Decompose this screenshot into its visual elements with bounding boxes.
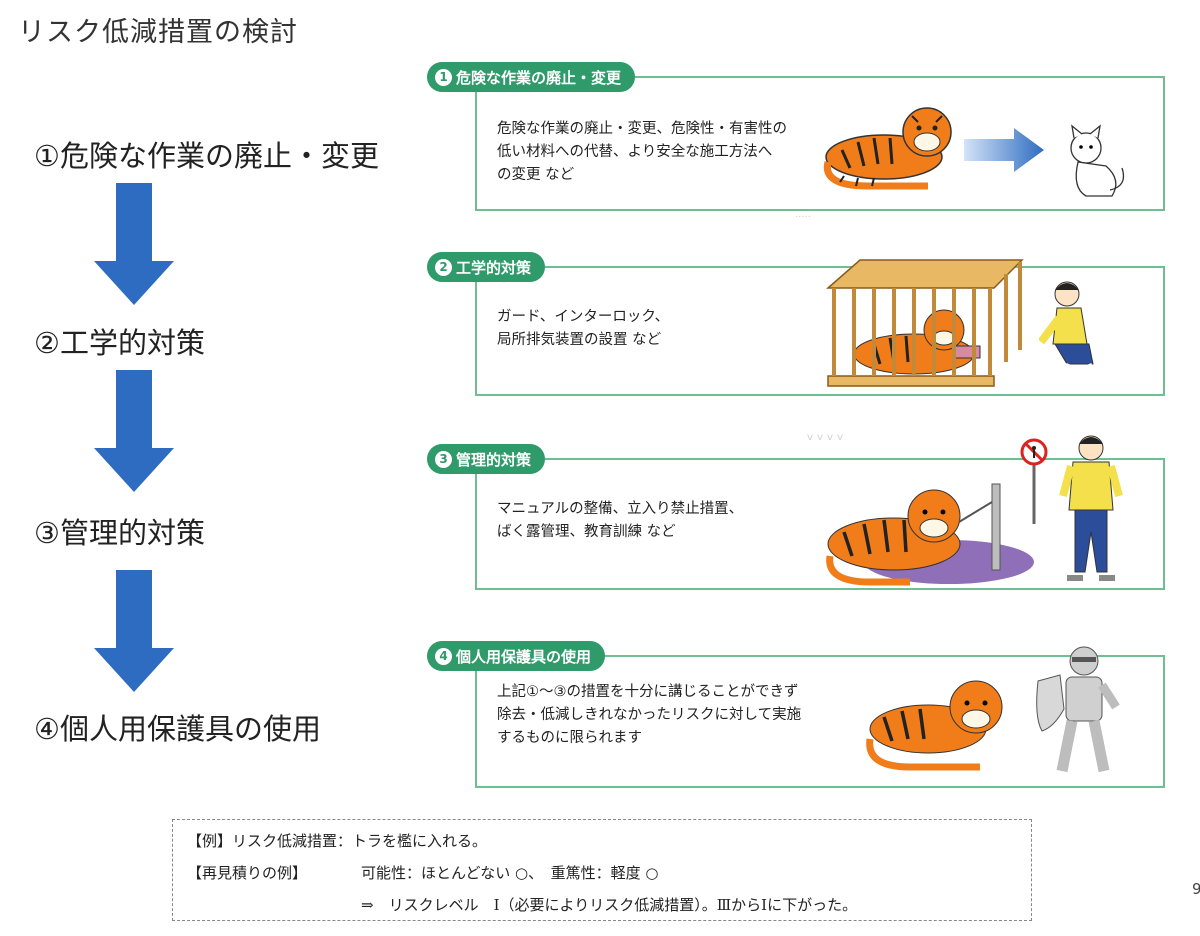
example-label: 【例】 [187,832,233,850]
panel-3-tag-label: 管理的対策 [456,450,532,469]
tiger-icon [866,680,1003,771]
person-icon [1039,281,1098,379]
panel-elimination: 危険な作業の廃止・変更、危険性・有害性の 低い材料への代替、より安全な施工方法へ… [475,76,1165,211]
panel-4-tag-number: 4 [435,647,452,665]
knight-icon [1036,646,1120,773]
panel-1-tag-label: 危険な作業の廃止・変更 [456,68,622,87]
example-box: 【例】リスク低減措置：トラを檻に入れる。 【再見積りの例】 可能性：ほとんどない… [172,819,1032,921]
panel-4-tag: 4 個人用保護具の使用 [427,641,606,671]
risk-level-result: ⇒ リスクレベル Ⅰ（必要によりリスク低減措置）。ⅢからⅠに下がった。 [361,896,858,914]
panel-administrative: マニュアルの整備、立入り禁止措置、 ばく露管理、教育訓練 など [475,435,1165,590]
faint-mark: ｖｖｖｖ [805,432,845,443]
panel-2-text: ガード、インターロック、 局所排気装置の設置 など [497,309,670,348]
down-arrow-icon [94,370,174,492]
step-1-label: ①危険な作業の廃止・変更 [34,139,379,173]
faint-mark: ····· [795,212,811,223]
panel-3-text: マニュアルの整備、立入り禁止措置、 ばく露管理、教育訓練 など [497,501,744,540]
example-text: リスク低減措置：トラを檻に入れる。 [232,832,488,850]
page-title: リスク低減措置の検討 [18,17,298,48]
tiger-icon [826,483,1034,586]
reestimate-text: 可能性：ほとんどない ○、 重篤性：軽度 ○ [361,864,659,882]
no-entry-sign-icon [1020,438,1048,524]
reestimate-label: 【再見積りの例】 [187,864,308,882]
step-3-label: ③管理的対策 [34,516,205,550]
down-arrow-icon [94,183,174,305]
panel-4-tag-label: 個人用保護具の使用 [456,647,592,666]
right-arrow-icon [964,128,1044,172]
example-line-1: 【例】リスク低減措置：トラを檻に入れる。 [187,830,487,851]
cage-icon [826,259,1024,387]
panel-engineering: ガード、インターロック、 局所排気装置の設置 など [475,259,1165,396]
panel-4-text: 上記①～③の措置を十分に講じることができず 除去・低減しきれなかったリスクに対し… [497,684,802,746]
panel-3-tag: 3 管理的対策 [427,444,546,474]
panel-2-tag-number: 2 [435,258,452,276]
example-line-2: 【再見積りの例】 [187,862,307,883]
tiger-icon [823,107,952,190]
step-4-label: ④個人用保護具の使用 [34,712,321,746]
panel-2-tag-label: 工学的対策 [456,258,532,277]
panel-3-tag-number: 3 [435,450,452,468]
down-arrow-icon [94,570,174,692]
person-icon [1059,435,1123,581]
cat-icon [1070,124,1125,197]
panel-ppe: 上記①～③の措置を十分に講じることができず 除去・低減しきれなかったリスクに対し… [475,646,1165,788]
panel-1-text: 危険な作業の廃止・変更、危険性・有害性の 低い材料への代替、より安全な施工方法へ… [497,121,787,183]
panel-1-tag-number: 1 [435,68,452,86]
panel-1-tag: 1 危険な作業の廃止・変更 [427,62,636,92]
step-2-label: ②工学的対策 [34,326,205,360]
panel-2-tag: 2 工学的対策 [427,252,546,282]
page-number: 9 [1192,880,1200,898]
